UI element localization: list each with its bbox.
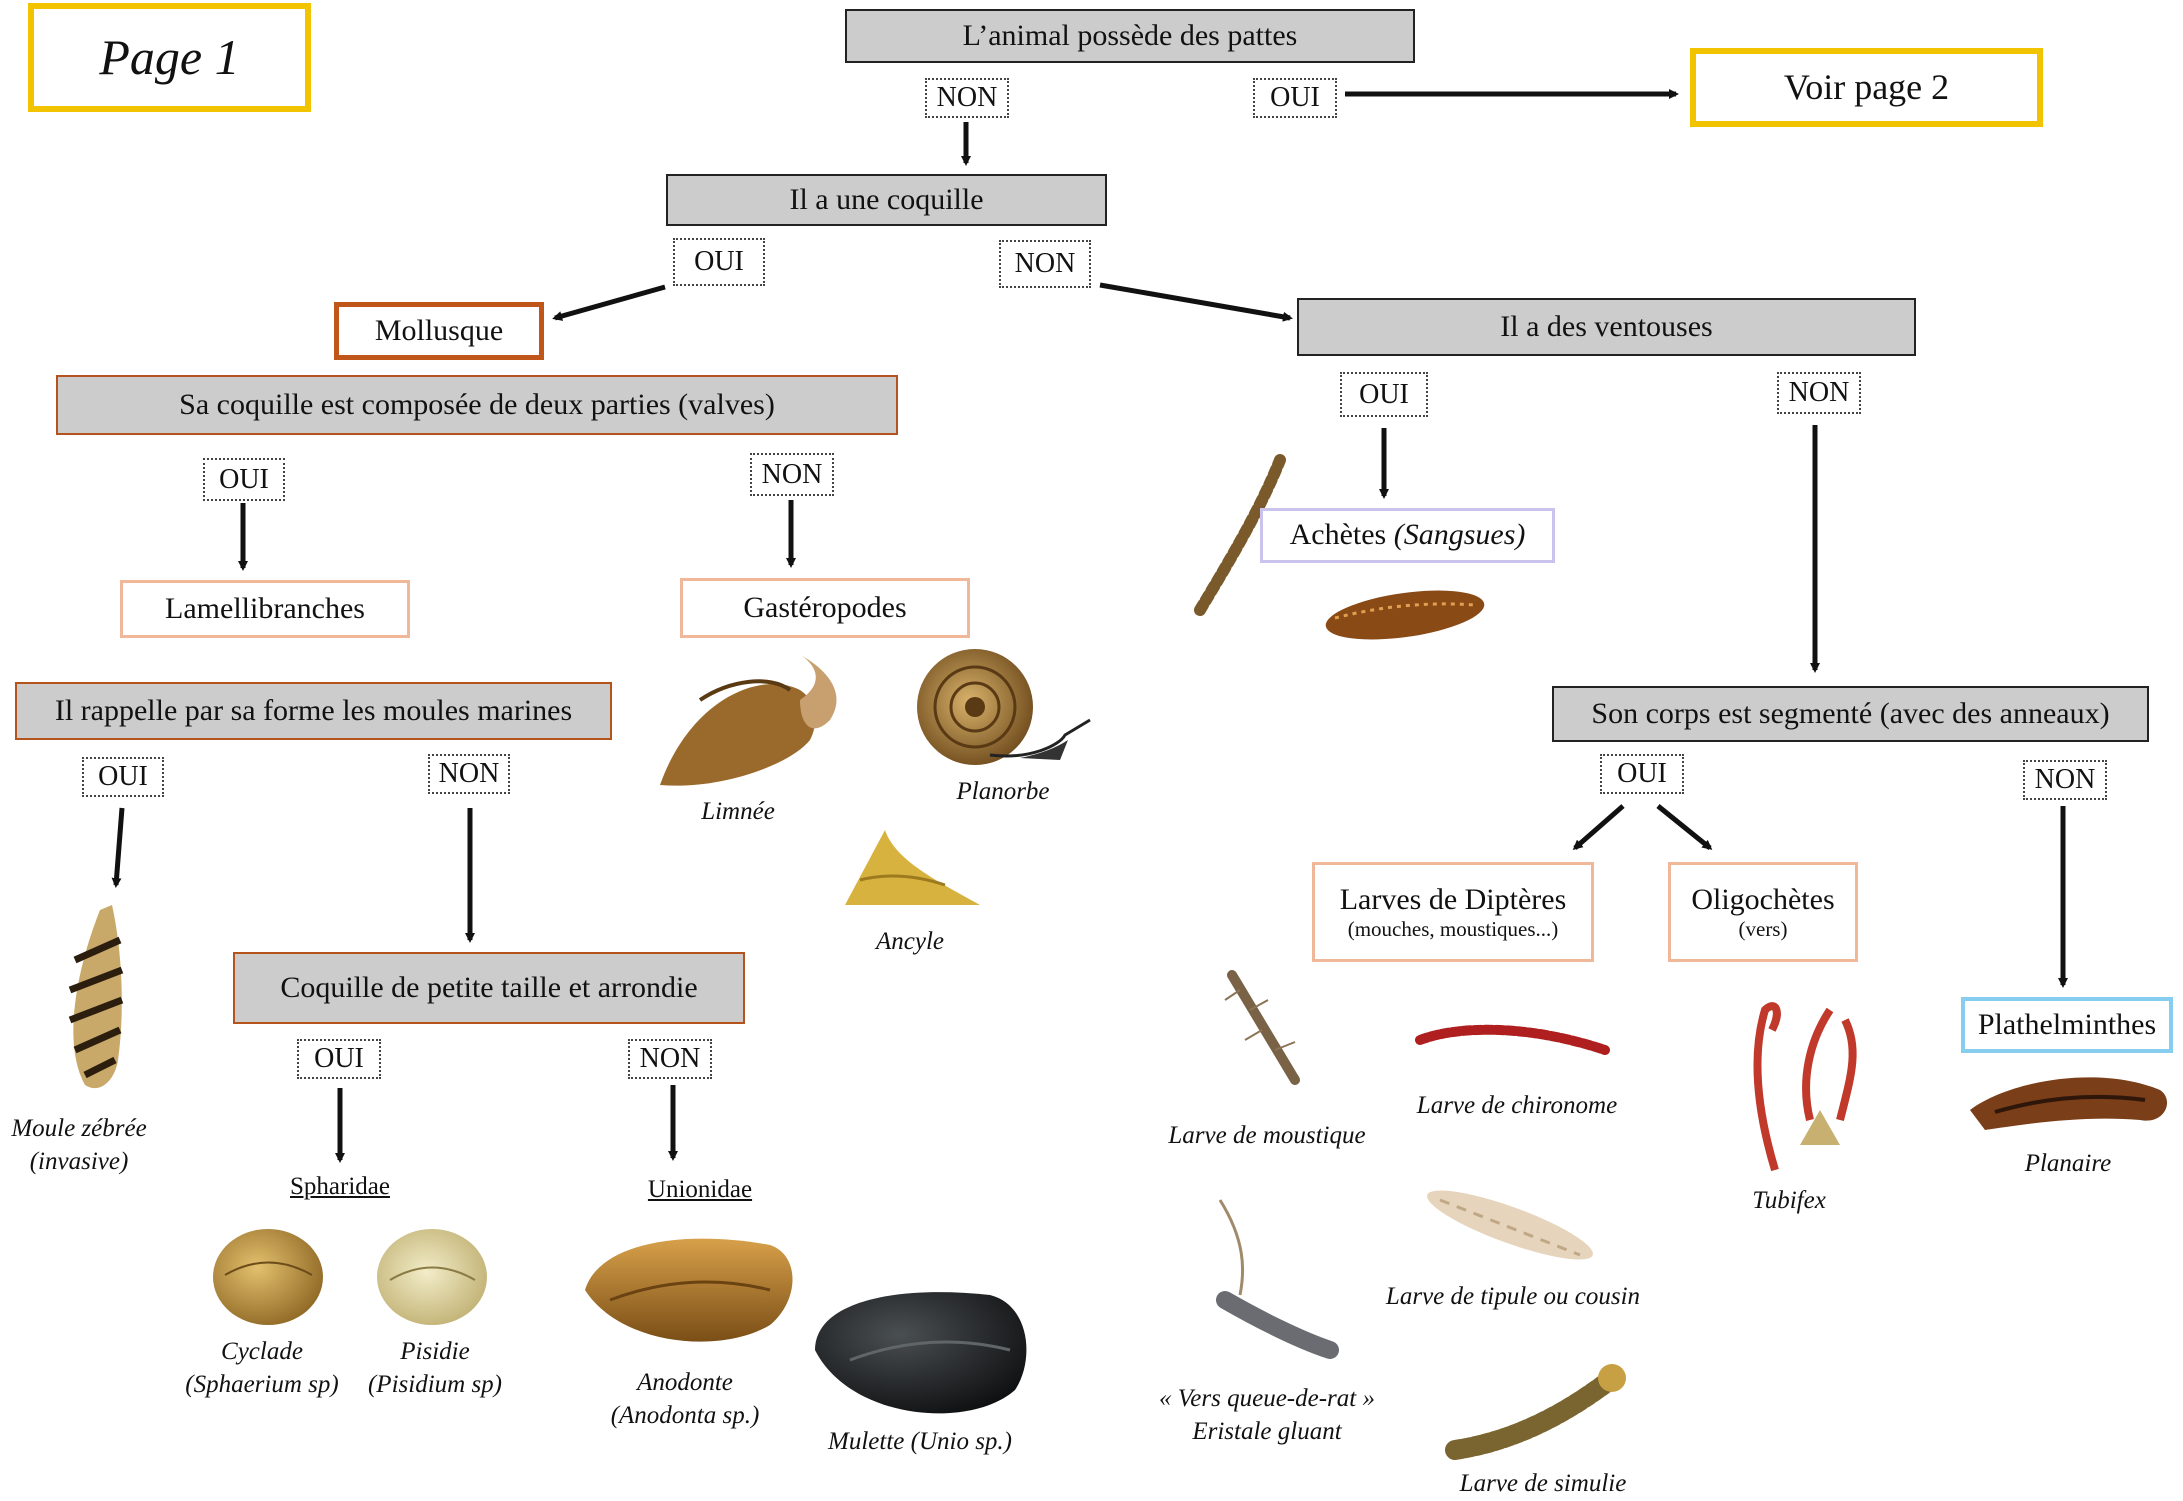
- question-legs: L’animal possède des pattes: [845, 9, 1415, 63]
- caption-planaire: Planaire: [2024, 1150, 2112, 1177]
- group-lamellibranches: Lamellibranches: [120, 580, 410, 638]
- oligochetes-sub: (vers): [1738, 917, 1788, 942]
- cyclade-name: Cyclade: [221, 1338, 303, 1365]
- answer-non-small: NON: [628, 1039, 712, 1079]
- family-spharidae: Spharidae: [290, 1173, 390, 1200]
- group-dipteres: Larves de Diptères (mouches, moustiques.…: [1312, 862, 1594, 962]
- answer-non-legs: NON: [925, 78, 1009, 118]
- queue-de-rat-name: « Vers queue-de-rat »: [1159, 1385, 1375, 1412]
- answer-oui-small: OUI: [297, 1039, 381, 1079]
- caption-moule-zebree: Moule zébrée (invasive): [11, 1113, 146, 1178]
- group-achetes: Achètes (Sangsues): [1260, 508, 1555, 563]
- achetes-label: Achètes: [1289, 518, 1387, 552]
- achetes-illustration: [1194, 454, 1485, 640]
- question-small-round: Coquille de petite taille et arrondie: [233, 952, 745, 1024]
- planorbe-illustration: [917, 649, 1091, 765]
- answer-oui-segmented: OUI: [1600, 754, 1684, 794]
- answer-non-valves: NON: [750, 453, 834, 496]
- question-shell: Il a une coquille: [666, 174, 1107, 226]
- caption-tubifex: Tubifex: [1752, 1187, 1826, 1214]
- mulette-illustration: [815, 1292, 1027, 1414]
- planaire-illustration: [1970, 1077, 2168, 1130]
- pisidie-name: Pisidie: [400, 1338, 470, 1365]
- page-label: Page 1: [28, 3, 311, 112]
- answer-non-suckers: NON: [1777, 372, 1861, 414]
- answer-non-mussel: NON: [428, 754, 510, 794]
- eristale-name: Eristale gluant: [1192, 1417, 1342, 1445]
- anodonte-name: Anodonte: [637, 1369, 733, 1396]
- group-oligochetes: Oligochètes (vers): [1668, 862, 1858, 962]
- answer-oui-mussel: OUI: [82, 757, 164, 797]
- caption-queue-de-rat: « Vers queue-de-rat » Eristale gluant: [1159, 1383, 1375, 1448]
- caption-pisidie: Pisidie (Pisidium sp): [368, 1336, 502, 1401]
- caption-mulette: Mulette (Unio sp.): [828, 1428, 1012, 1455]
- dipteres-sub: (mouches, moustiques...): [1347, 917, 1559, 942]
- arrow-oui-mollusque: [552, 284, 666, 321]
- limnee-illustration: [660, 655, 837, 786]
- larve-simulie-illustration: [1445, 1364, 1626, 1460]
- larve-moustique-illustration: [1224, 970, 1300, 1085]
- answer-non-segmented: NON: [2023, 760, 2107, 800]
- queue-de-rat-illustration: [1216, 1199, 1339, 1359]
- caption-anodonte: Anodonte (Anodonta sp.): [611, 1367, 760, 1432]
- arrow-oui-oligochetes: [1656, 804, 1713, 850]
- answer-non-shell: NON: [999, 240, 1091, 288]
- caption-limnee: Limnée: [701, 798, 775, 825]
- pisidie-latin: (Pisidium sp): [367, 1370, 503, 1398]
- moule-zebree-name: Moule zébrée: [11, 1115, 147, 1142]
- arrow-oui-dipteres: [1572, 804, 1625, 850]
- caption-cyclade: Cyclade (Sphaerium sp): [185, 1336, 338, 1401]
- question-mussel-shape: Il rappelle par sa forme les moules mari…: [15, 682, 612, 740]
- question-two-valves: Sa coquille est composée de deux parties…: [56, 375, 898, 435]
- group-gasteropodes: Gastéropodes: [680, 578, 970, 638]
- family-unionidae: Unionidae: [647, 1176, 753, 1203]
- answer-oui-suckers: OUI: [1340, 372, 1428, 417]
- answer-oui-valves: OUI: [203, 458, 285, 501]
- moule-zebree-note: (invasive): [29, 1147, 129, 1175]
- anodonte-latin: (Anodonta sp.): [610, 1401, 760, 1429]
- group-plathelminthes: Plathelminthes: [1961, 997, 2173, 1053]
- see-page-2-box: Voir page 2: [1690, 48, 2043, 127]
- caption-ancyle: Ancyle: [875, 928, 945, 955]
- question-suckers: Il a des ventouses: [1297, 298, 1916, 356]
- moule-zebree-illustration: [68, 905, 124, 1089]
- oligochetes-label: Oligochètes: [1691, 882, 1835, 916]
- caption-planorbe: Planorbe: [956, 778, 1050, 805]
- ancyle-illustration: [845, 830, 980, 905]
- group-mollusque: Mollusque: [334, 302, 544, 360]
- dipteres-label: Larves de Diptères: [1339, 882, 1567, 916]
- cyclade-illustration: [213, 1229, 323, 1325]
- caption-simulie: Larve de simulie: [1459, 1470, 1627, 1497]
- answer-oui-legs: OUI: [1253, 78, 1337, 118]
- arrows: [111, 89, 2068, 1163]
- anodonte-illustration: [585, 1238, 793, 1342]
- tubifex-illustration: [1753, 1002, 1857, 1172]
- pisidie-illustration: [377, 1229, 487, 1325]
- arrow-oui-moule-zebree: [111, 807, 125, 888]
- larve-chironome-illustration: [1415, 1024, 1610, 1055]
- achetes-sub: (Sangsues): [1393, 518, 1526, 552]
- caption-chironome: Larve de chironome: [1416, 1092, 1618, 1119]
- arrow-non-ventouses: [1099, 282, 1293, 322]
- question-segmented: Son corps est segmenté (avec des anneaux…: [1552, 686, 2149, 742]
- cyclade-latin: (Sphaerium sp): [185, 1370, 339, 1398]
- caption-tipule: Larve de tipule ou cousin: [1385, 1283, 1641, 1310]
- larve-tipule-illustration: [1427, 1190, 1593, 1260]
- caption-moustique: Larve de moustique: [1168, 1122, 1366, 1149]
- answer-oui-shell: OUI: [673, 238, 765, 286]
